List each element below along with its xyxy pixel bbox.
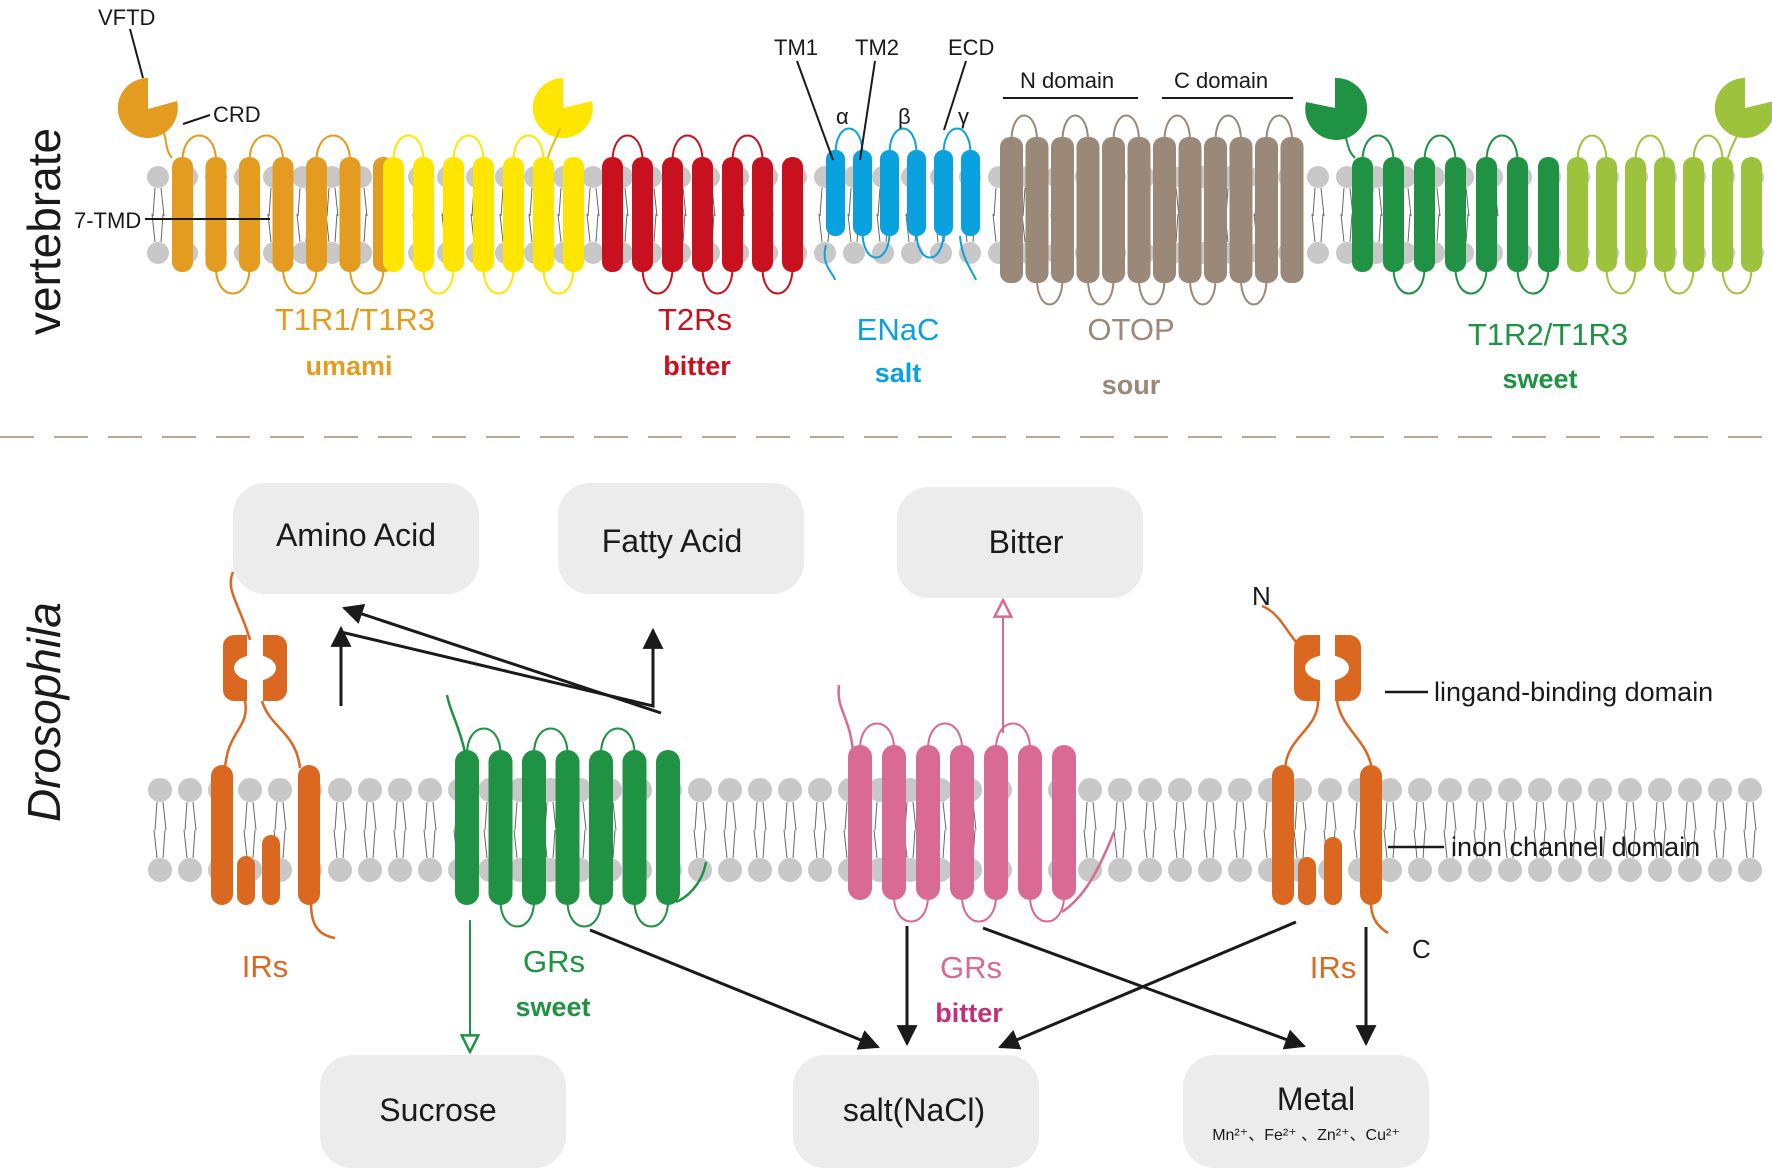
- t1r3-helices: [383, 134, 584, 295]
- umami-taste-label: umami: [305, 351, 392, 381]
- t1r2-t1r3-name: T1R2/T1R3: [1468, 317, 1628, 352]
- vertebrate-side-label: vertebrate: [18, 128, 70, 335]
- t1r1-t1r3-receptor: [117, 77, 593, 295]
- drosophila-side-label: Drosophila: [18, 602, 70, 822]
- beta-subunit-label: β: [898, 104, 911, 129]
- vftd-domain-umami-partner: [532, 77, 593, 138]
- otop-name: OTOP: [1087, 312, 1174, 347]
- metal-label: Metal: [1277, 1081, 1355, 1117]
- 7tmd-label: 7-TMD: [74, 208, 141, 233]
- ir-right-receptor: [1261, 604, 1389, 935]
- crd-label: CRD: [213, 102, 261, 127]
- vertebrate-annotations: VFTD CRD 7-TMD TM1 TM2 ECD α β γ N domai…: [74, 5, 1293, 233]
- t1r1-t1r3-name: T1R1/T1R3: [275, 302, 435, 337]
- enac-helices: [823, 127, 980, 281]
- alpha-subunit-label: α: [836, 104, 849, 129]
- drosophila-receptor-labels: IRs GRs sweet GRs bitter IRs: [242, 944, 1357, 1028]
- ir-left-name: IRs: [242, 949, 289, 984]
- salt-metal-arrows: [589, 920, 1377, 1050]
- ir-ligand-arrows: [330, 603, 664, 715]
- vftd-domain-umami: [117, 77, 178, 138]
- tm1-label: TM1: [774, 35, 818, 60]
- gamma-subunit-label: γ: [958, 104, 969, 129]
- gr-sweet-taste: sweet: [515, 992, 590, 1022]
- gr-bitter-helices: [848, 722, 1076, 923]
- metal-box: Metal Mn²⁺、Fe²⁺ 、Zn²⁺、Cu²⁺: [1183, 1055, 1429, 1168]
- salt-taste-label: salt: [875, 358, 922, 388]
- vertebrate-receptor-labels: T1R1/T1R3 umami T2Rs bitter ENaC salt OT…: [275, 302, 1628, 400]
- t1r1-helices: [172, 134, 394, 295]
- c-terminus-label: C: [1412, 934, 1431, 964]
- metal-ions-label: Mn²⁺、Fe²⁺ 、Zn²⁺、Cu²⁺: [1212, 1127, 1400, 1144]
- gr-bitter-taste: bitter: [935, 998, 1003, 1028]
- sucrose-box: Sucrose: [320, 1055, 566, 1168]
- n-domain-label: N domain: [1020, 68, 1114, 93]
- amino-acid-label: Amino Acid: [276, 517, 436, 553]
- sucrose-label: Sucrose: [379, 1092, 496, 1128]
- sour-taste-label: sour: [1102, 370, 1161, 400]
- t2rs-name: T2Rs: [658, 302, 732, 337]
- drosophila-annotations: N C lingand-binding domain inon channel …: [1252, 581, 1713, 964]
- tm2-label: TM2: [855, 35, 899, 60]
- vftd-label: VFTD: [98, 5, 155, 30]
- bitter-box: Bitter: [897, 487, 1143, 598]
- gr-bitter-receptor: [837, 684, 1116, 923]
- t1r2-t1r3-receptor: [1305, 77, 1772, 295]
- n-terminus-label: N: [1252, 581, 1271, 611]
- ecd-label: ECD: [948, 35, 994, 60]
- ion-channel-domain-label: inon channel domain: [1451, 832, 1700, 862]
- fatty-acid-box: Fatty Acid: [558, 483, 804, 594]
- salt-nacl-box: salt(NaCl): [793, 1055, 1039, 1168]
- t1r2-helices: [1352, 134, 1559, 295]
- enac-name: ENaC: [857, 312, 940, 347]
- gr-bitter-name: GRs: [940, 950, 1002, 985]
- amino-acid-box: Amino Acid: [233, 483, 479, 594]
- vftd-domain-sweet: [1305, 77, 1368, 140]
- fatty-acid-label: Fatty Acid: [602, 523, 743, 559]
- ligand-binding-domain-label: lingand-binding domain: [1434, 677, 1713, 707]
- otop-helices: [1000, 114, 1304, 306]
- sweet-taste-label: sweet: [1502, 364, 1577, 394]
- vftd-domain-sweet-partner: [1714, 77, 1772, 138]
- t1r3-sweet-helices: [1567, 134, 1762, 295]
- t2rs-helices: [602, 134, 803, 295]
- ir-left-receptor: [211, 571, 336, 940]
- gr-sweet-receptor: [445, 694, 708, 928]
- bitter-taste-label: bitter: [663, 351, 731, 381]
- salt-nacl-label: salt(NaCl): [843, 1092, 985, 1128]
- c-domain-label: C domain: [1174, 68, 1268, 93]
- ir-right-name: IRs: [1310, 950, 1357, 985]
- gr-sweet-name: GRs: [523, 944, 585, 979]
- gr-sweet-helices: [455, 727, 680, 928]
- bitter-box-label: Bitter: [989, 524, 1064, 560]
